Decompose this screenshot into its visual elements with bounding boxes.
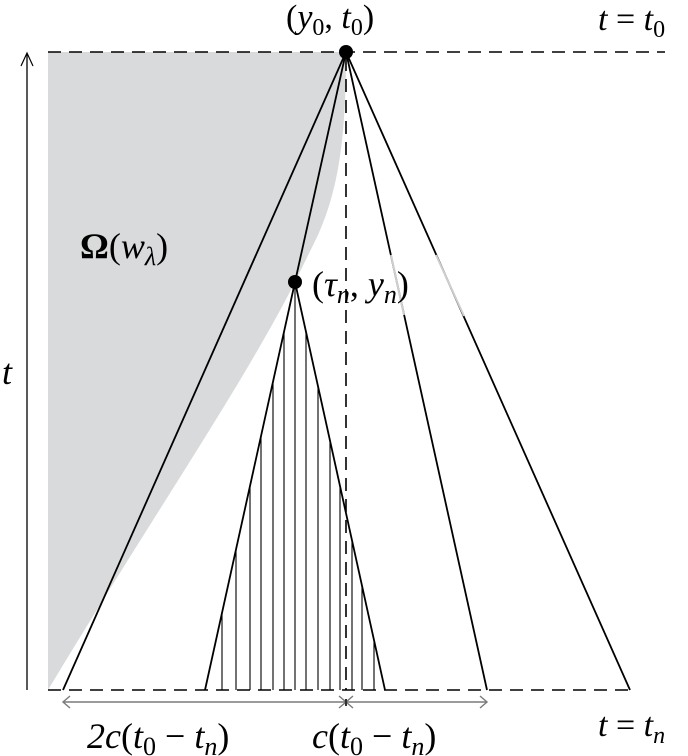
apex-point (339, 45, 353, 59)
dim-left-label: 2c(t0 − tn) (87, 716, 229, 756)
faint-line-segments (390, 254, 465, 317)
apex-label: (y0, t0) (286, 0, 374, 41)
dimension-arrows (61, 695, 489, 709)
axis-t-label: t (2, 352, 13, 392)
apex-characteristics (62, 51, 631, 691)
bottom-line-label: t = tn (598, 707, 665, 749)
omega-region (48, 52, 346, 690)
top-line-label: t = t0 (598, 1, 665, 43)
region-omega-label: Ω(wλ) (80, 226, 168, 271)
dim-right-label: c(t0 − tn) (312, 716, 436, 756)
point-n-label: (τn, yn) (312, 264, 409, 309)
time-axis (20, 51, 34, 690)
point-n (288, 275, 302, 289)
small-cone (204, 281, 386, 691)
hatch-lines (221, 282, 375, 690)
